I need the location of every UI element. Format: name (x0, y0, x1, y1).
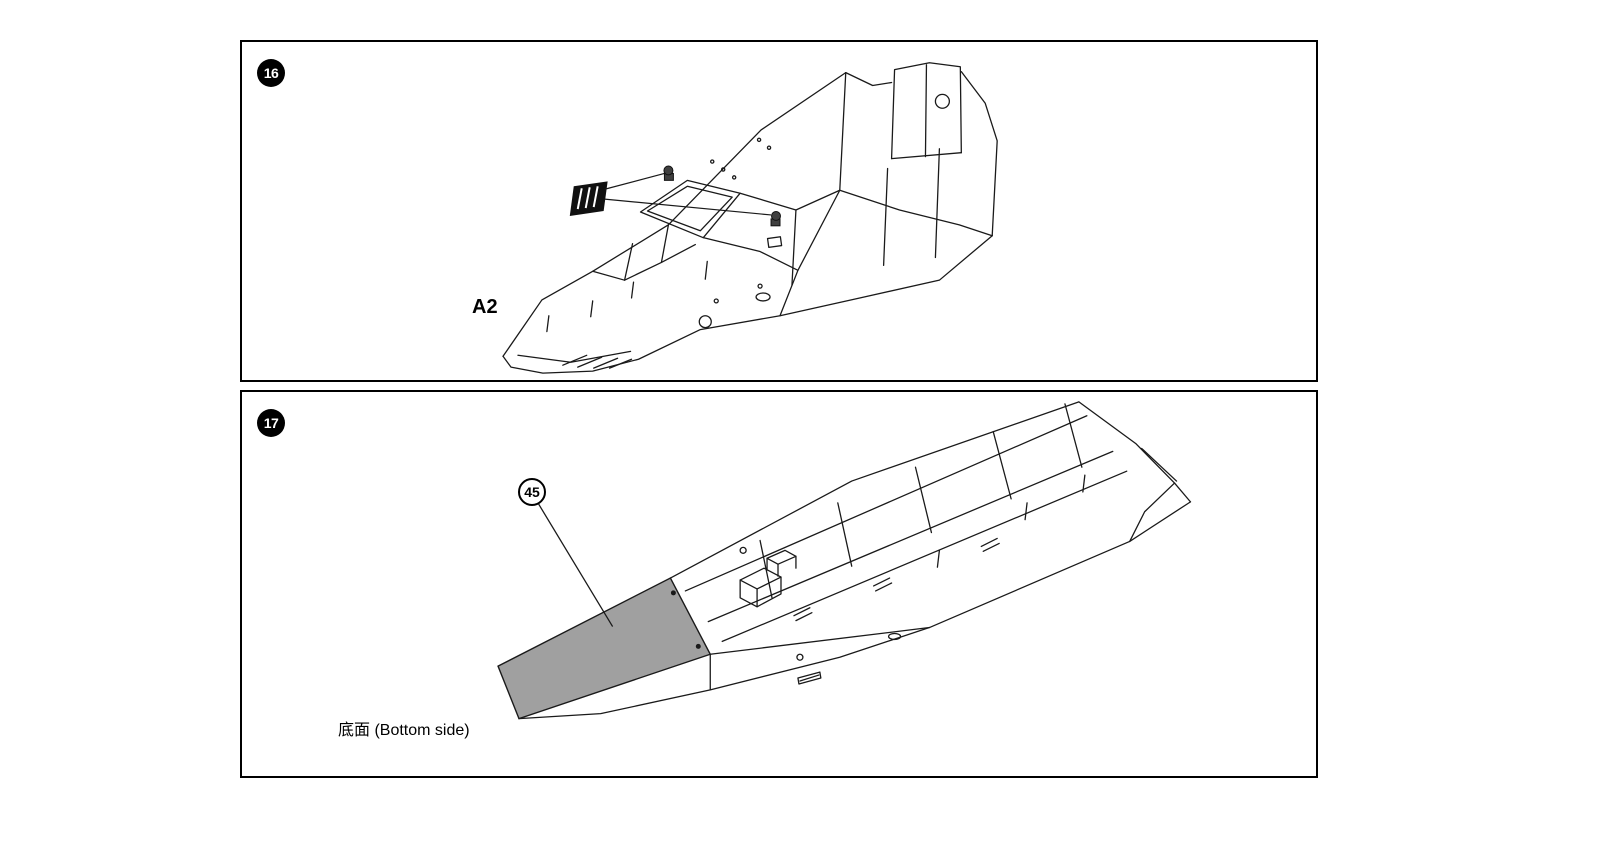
cockpit-opening (639, 179, 741, 239)
step-16-drawing (502, 62, 998, 374)
part-callout-45-number: 45 (524, 484, 540, 500)
step-16-panel: 16 (240, 40, 1318, 382)
part-label-A2: A2 (472, 296, 498, 318)
shaded-panel-shape (497, 577, 712, 720)
small-part-knobs (663, 165, 781, 227)
step-17-panel: 17 (240, 390, 1318, 778)
fuselage-upper-line-art (502, 62, 998, 374)
fuselage-bottom-line-art (518, 401, 1192, 720)
step-17-drawing (497, 401, 1192, 720)
part-45-leader-line (537, 502, 614, 627)
step-17-number-badge: 17 (257, 409, 285, 437)
cement-icon (569, 181, 608, 216)
bottom-panel-part-45 (497, 577, 712, 720)
cement-leader-lines (604, 172, 772, 216)
step-16-number-badge: 16 (257, 59, 285, 87)
part-callout-45: 45 (518, 478, 546, 506)
bottom-side-caption: 底面 (Bottom side) (338, 722, 470, 739)
